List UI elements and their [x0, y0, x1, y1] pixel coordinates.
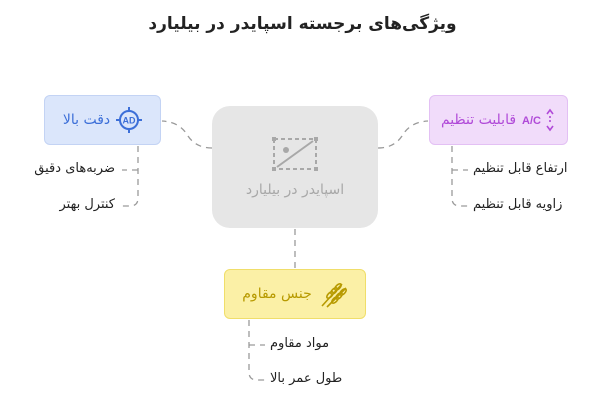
leaf-accuracy-2: کنترل بهتر — [59, 197, 116, 212]
branch-label-accuracy: دقت بالا — [62, 112, 111, 128]
center-node: اسپایدر در بیلیارد — [212, 106, 378, 228]
ad-target-icon: AD — [116, 107, 143, 133]
connector-accuracy-leaves — [122, 146, 139, 207]
branch-node-material: جنس مقاوم — [224, 269, 366, 319]
branch-label-material: جنس مقاوم — [242, 286, 312, 302]
wheat-icon — [318, 279, 348, 309]
leaf-material-2: طول عمر بالا — [270, 371, 343, 386]
leaf-material-1: مواد مقاوم — [270, 336, 330, 351]
connector-center-adjust — [377, 120, 429, 149]
svg-text:A/C: A/C — [522, 115, 541, 127]
branch-label-adjust: قابلیت تنظیم — [440, 112, 517, 128]
svg-text:AD: AD — [123, 116, 136, 126]
crossed-image-icon — [271, 136, 319, 172]
center-label: اسپایدر در بیلیارد — [245, 182, 345, 198]
connector-material-leaves — [248, 320, 265, 381]
branch-node-accuracy: دقت بالا AD — [44, 95, 161, 145]
branch-node-adjust: قابلیت تنظیم A/C — [429, 95, 568, 145]
connector-adjust-leaves — [451, 146, 468, 207]
leaf-adjust-2: زاویه قابل تنظیم — [473, 197, 563, 212]
diagram-title: ویژگی‌های برجسته اسپایدر در بیلیارد — [148, 14, 457, 34]
leaf-accuracy-1: ضربه‌های دقیق — [34, 161, 115, 176]
leaf-adjust-1: ارتفاع قابل تنظیم — [473, 161, 568, 176]
a-c-adjust-icon: A/C — [522, 107, 556, 133]
connector-center-accuracy — [161, 120, 213, 149]
